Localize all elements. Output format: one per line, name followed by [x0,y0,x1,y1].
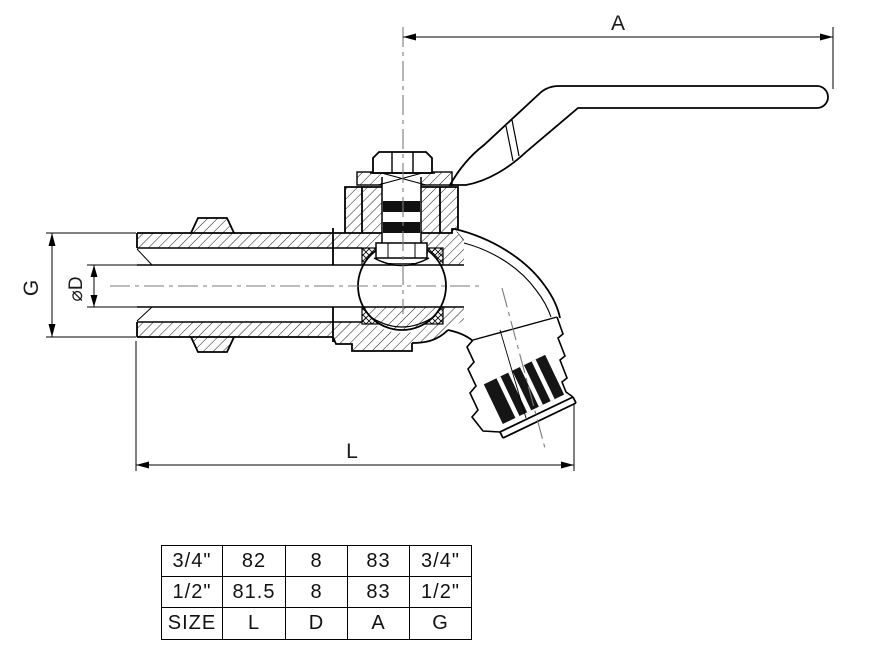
pipe-outline [136,232,333,338]
barb-serration-right [556,316,574,398]
dim-d-arrow-top [90,265,98,277]
table-cell-0-3: 83 [348,546,410,577]
spout [447,228,577,439]
dimension-annotations [46,27,834,471]
dim-a-arrow-right [820,33,833,41]
dim-a-arrow-left [403,33,416,41]
stem-assembly [356,151,453,267]
body-outline [332,186,465,352]
dim-a-lines [403,27,834,89]
table-cell-1-4: 1/2" [410,577,471,608]
bonnet-left-hatch [345,187,382,233]
table-cell-0-0: 3/4" [162,546,223,577]
ball-lower-hatch [363,307,441,331]
valve-body [137,186,513,352]
table-cell-2-0: SIZE [162,608,223,639]
bore-chamfer-lines [136,248,153,322]
bore-lines [137,247,487,323]
stem-sides [381,177,422,243]
dim-l-arrow-right [561,461,574,469]
plate-cross-mark [377,171,427,186]
cavity-left-top [333,248,362,265]
dim-label-a: A [611,12,625,35]
table-cell-1-2: 8 [286,577,348,608]
dim-g-arrow-top [48,233,56,246]
barb-joint-line [472,316,558,341]
handle-lever [448,85,829,186]
dim-g-arrow-bottom [48,324,56,337]
dim-label-d: ⌀D [66,276,87,301]
dim-label-g: G [20,280,43,296]
knurl-slit-1 [496,376,520,418]
elbow-fill [449,229,560,341]
knurl-slit-4 [531,359,555,402]
knurl-slit-3 [519,365,543,407]
spout-centerline [501,287,547,453]
dim-g-lines [46,232,136,338]
table-cell-0-4: 3/4" [410,546,471,577]
hex-flat-bottom [189,336,236,353]
table-cell-1-0: 1/2" [162,577,223,608]
stem-seal-lower [383,222,420,233]
table-cell-2-3: A [348,608,410,639]
barb-tip-face [499,396,577,439]
pipe-wall-top [137,233,333,248]
elbow-outer-curve [454,228,561,319]
table-cell-2-1: L [223,608,286,639]
stem-seal-upper [383,201,420,212]
elbow-inner-curve [447,329,474,342]
barb-serration-left [466,339,501,433]
handle-bend-lines [505,119,520,162]
cavity-left-bottom [333,307,362,322]
table-cell-2-2: D [286,608,348,639]
dim-d-arrow-bottom [90,295,98,307]
dim-label-l: L [346,440,358,463]
dim-l-lines [135,341,575,471]
table-cell-0-1: 82 [223,546,286,577]
dimension-labels: A L G ⌀D [20,12,625,463]
inlet-pipe [136,217,333,353]
table-cell-1-3: 83 [348,577,410,608]
packing-gland [375,242,428,259]
table-cell-0-2: 8 [286,546,348,577]
handle-outline [448,85,829,186]
gland-facets [387,243,416,258]
knurl-slit-2 [508,370,532,413]
hex-flat-top [189,217,236,234]
pipe-wall-bottom [137,322,333,337]
dim-l-arrow-left [136,461,149,469]
centerlines [110,27,547,453]
barb-form-line [499,329,527,419]
elbow-shell-curve [463,242,552,318]
gland-dome [373,257,430,267]
barb-knurl-bands [483,354,565,424]
knurl-dark-band [483,354,565,424]
table-cell-1-1: 81.5 [223,577,286,608]
table-cell-2-4: G [432,612,449,634]
size-table: 3/4" 82 8 83 3/4" 1/2" 81.5 8 83 1/2" SI… [161,545,472,640]
